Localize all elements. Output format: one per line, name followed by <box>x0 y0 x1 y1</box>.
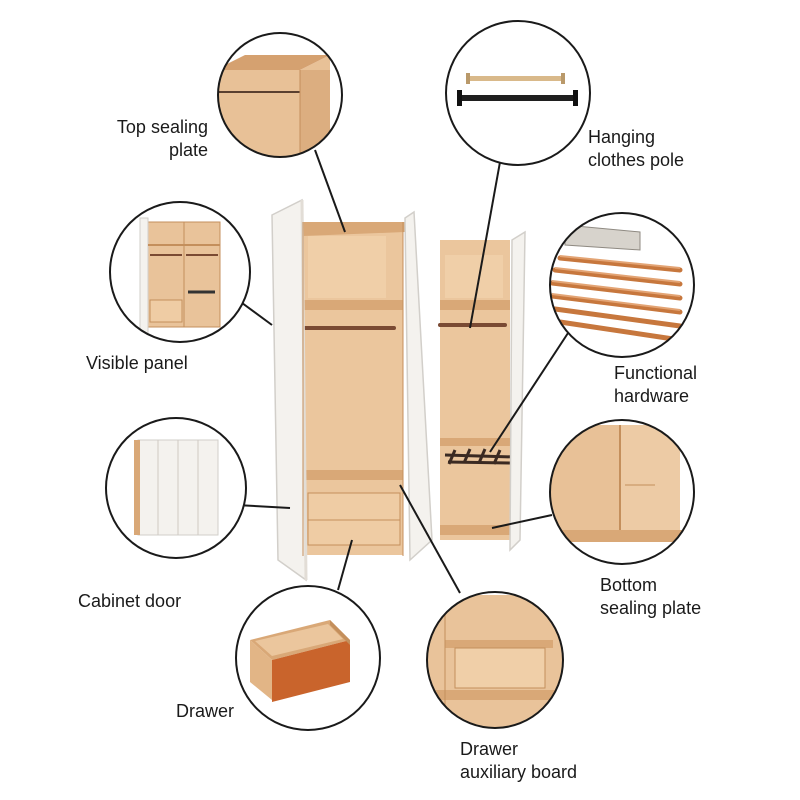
line-visible-panel <box>237 299 273 326</box>
callout-lines <box>235 149 571 594</box>
main-wardrobe <box>271 198 526 582</box>
line-top-sealing <box>314 149 346 233</box>
right-open-door <box>509 230 526 552</box>
label-hanging-clothes-pole: Hanging clothes pole <box>588 127 685 170</box>
label-visible-panel: Visible panel <box>86 353 188 373</box>
left-top-compartment <box>308 236 386 298</box>
left-lower-shelf <box>303 470 403 480</box>
main-top-plate <box>303 222 405 236</box>
left-upper-shelf <box>303 300 403 310</box>
callout-visible-panel <box>109 201 251 343</box>
callout-functional-hardware <box>549 212 695 358</box>
line-bottom-sealing <box>491 514 553 529</box>
middle-open-door <box>404 210 433 562</box>
right-top-compartment <box>445 255 503 298</box>
line-cabinet-door <box>235 504 291 509</box>
line-drawer <box>337 539 353 591</box>
line-functional-hardware <box>489 329 571 453</box>
main-trouser-rack <box>444 448 516 465</box>
line-hanging-pole <box>469 161 501 329</box>
main-drawer-front <box>307 492 401 546</box>
line-aux-board <box>399 484 461 594</box>
callout-top-sealing-plate <box>217 32 343 158</box>
callout-hanging-clothes-pole <box>445 20 591 166</box>
left-open-door <box>271 198 307 582</box>
callout-cabinet-door <box>105 417 247 559</box>
label-drawer-auxiliary-board: Drawer auxiliary board <box>460 739 578 782</box>
callout-drawer-auxiliary-board <box>426 591 564 729</box>
callout-drawer <box>235 585 381 731</box>
right-lower-shelf <box>440 438 510 446</box>
label-functional-hardware: Functional hardware <box>614 363 698 406</box>
label-drawer: Drawer <box>176 701 235 721</box>
callout-bottom-sealing-plate <box>549 419 695 565</box>
label-cabinet-door: Cabinet door <box>78 591 182 611</box>
label-bottom-sealing-plate: Bottom sealing plate <box>600 575 702 618</box>
right-bottom-plate <box>440 525 510 535</box>
label-top-sealing-plate: Top sealing plate <box>116 117 208 160</box>
